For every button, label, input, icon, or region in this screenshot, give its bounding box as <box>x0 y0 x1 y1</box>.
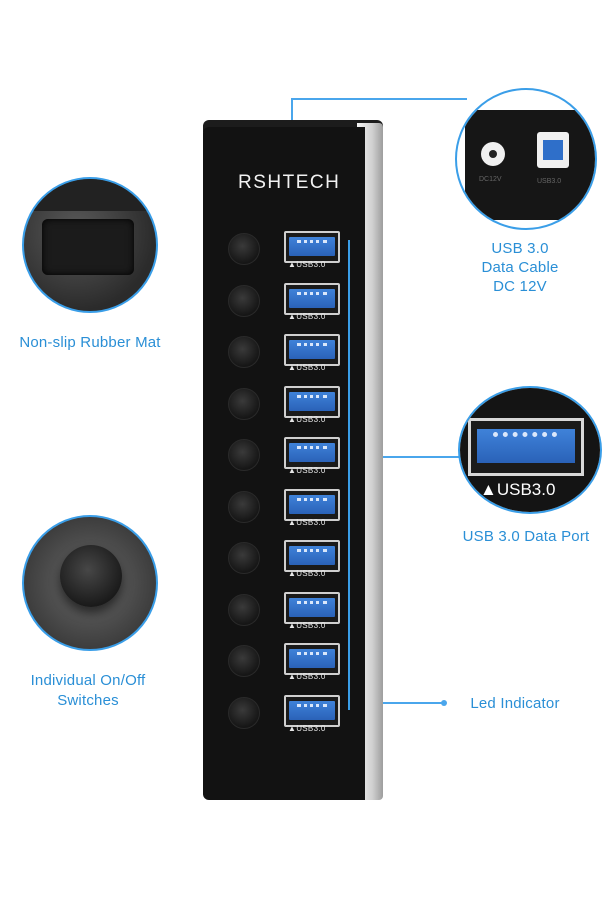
port-row: ▲USB3.0 <box>228 282 358 329</box>
power-switch-button[interactable] <box>228 233 260 265</box>
usb-port-pins-icon <box>297 703 327 710</box>
usb-b-port-label: USB3.0 <box>537 178 562 185</box>
led-connector-dot <box>441 700 447 706</box>
port-row: ▲USB3.0 <box>228 488 358 535</box>
usb-port-label: ▲USB3.0 <box>288 517 326 527</box>
usb-port-pins-icon <box>297 652 327 658</box>
usb-port[interactable] <box>284 643 340 675</box>
usb-port-pins-icon <box>297 343 327 349</box>
power-switch-button[interactable] <box>228 387 260 420</box>
data-port-zoom-label: ▲USB3.0 <box>480 480 556 499</box>
usb-port-tongue <box>289 237 335 256</box>
usb-port-label: ▲USB3.0 <box>288 569 326 578</box>
usb-port-tongue <box>289 494 335 514</box>
usb-port-tongue <box>289 649 335 668</box>
port-row: ▲USB3.0 <box>228 643 358 689</box>
cable-label-line1: USB 3.0 <box>491 240 549 257</box>
usb-port-pins-icon <box>297 291 327 298</box>
rubber-mat-edge <box>24 179 156 211</box>
usb-port[interactable] <box>284 334 340 366</box>
led-indicator-strip <box>348 240 350 710</box>
port-row: ▲USB3.0 <box>228 540 358 586</box>
power-switch-button[interactable] <box>228 645 260 677</box>
rubber-mat-pad <box>42 219 134 275</box>
data-port-zoom-tongue <box>477 429 575 463</box>
usb-b-port-icon <box>537 132 569 168</box>
switch-button-zoom <box>60 545 122 607</box>
usb-port-label: ▲USB3.0 <box>288 311 326 321</box>
usb-port[interactable] <box>284 385 340 418</box>
cable-label-line3: DC 12V <box>493 278 547 295</box>
port-row: ▲USB3.0 <box>228 437 358 483</box>
switches-label-line1: Individual On/Off <box>30 672 146 689</box>
power-switch-button[interactable] <box>228 284 260 317</box>
data-port-zoom: ▲USB3.0 <box>458 386 602 514</box>
led-connector-line <box>378 702 446 704</box>
usb-port-tongue <box>289 340 335 359</box>
data-port-connector-line <box>340 456 466 458</box>
usb-port[interactable] <box>284 540 340 572</box>
power-switch-button[interactable] <box>228 490 260 523</box>
brand-logo: RSHTECH <box>238 172 341 193</box>
port-row: ▲USB3.0 <box>228 591 358 638</box>
power-switch-button[interactable] <box>228 593 260 626</box>
usb-port-tongue <box>289 546 335 565</box>
dc-pin-icon <box>489 150 497 158</box>
dc-port-label: DC12V <box>479 176 502 183</box>
usb-port-tongue <box>289 443 335 462</box>
data-port-zoom-socket <box>468 418 584 476</box>
usb-port-pins-icon <box>297 240 327 246</box>
port-row: ▲USB3.0 <box>228 385 358 432</box>
cable-connector-line-horizontal <box>291 98 467 100</box>
usb-port-tongue <box>289 597 335 617</box>
data-port-zoom-pins <box>493 432 557 437</box>
usb-port-label: ▲USB3.0 <box>288 466 326 475</box>
usb-port-label: ▲USB3.0 <box>288 363 326 372</box>
usb-port[interactable] <box>284 591 340 624</box>
usb-b-port-inner-icon <box>543 140 563 160</box>
usb-port-label: ▲USB3.0 <box>288 672 326 681</box>
switches-label-line2: Switches <box>57 692 119 709</box>
usb-port-pins-icon <box>297 394 327 401</box>
usb-port-label: ▲USB3.0 <box>288 414 326 424</box>
rubber-mat-label: Non-slip Rubber Mat <box>19 334 161 351</box>
usb-port-label: ▲USB3.0 <box>288 620 326 630</box>
cable-ports-zoom: DC12V USB3.0 <box>455 88 597 230</box>
power-switch-button[interactable] <box>228 542 260 574</box>
port-row: ▲USB3.0 <box>228 231 358 277</box>
usb-port[interactable] <box>284 282 340 315</box>
usb-port-tongue <box>289 391 335 411</box>
usb-port[interactable] <box>284 437 340 469</box>
usb-port[interactable] <box>284 231 340 263</box>
power-switch-button[interactable] <box>228 439 260 471</box>
usb-port-pins-icon <box>297 446 327 452</box>
usb-port-pins-icon <box>297 549 327 555</box>
power-switch-button[interactable] <box>228 696 260 729</box>
power-switch-button[interactable] <box>228 336 260 368</box>
port-row: ▲USB3.0 <box>228 334 358 380</box>
port-row: ▲USB3.0 <box>228 694 358 741</box>
data-port-label: USB 3.0 Data Port <box>462 528 590 545</box>
usb-port-tongue <box>289 288 335 308</box>
usb-port-label: ▲USB3.0 <box>288 723 326 733</box>
usb-port[interactable] <box>284 694 340 727</box>
cable-ports-panel <box>465 110 595 220</box>
cable-label-line2: Data Cable <box>481 259 559 276</box>
usb-port-tongue <box>289 700 335 720</box>
led-label: Led Indicator <box>470 695 560 712</box>
usb-port-label: ▲USB3.0 <box>288 260 326 269</box>
usb-port[interactable] <box>284 488 340 521</box>
rubber-mat-zoom <box>22 177 158 313</box>
switch-zoom <box>22 515 158 651</box>
usb-port-pins-icon <box>297 600 327 607</box>
dc-power-port-icon <box>481 142 505 166</box>
cable-connector-line-vertical <box>291 98 293 124</box>
usb-port-pins-icon <box>297 497 327 504</box>
